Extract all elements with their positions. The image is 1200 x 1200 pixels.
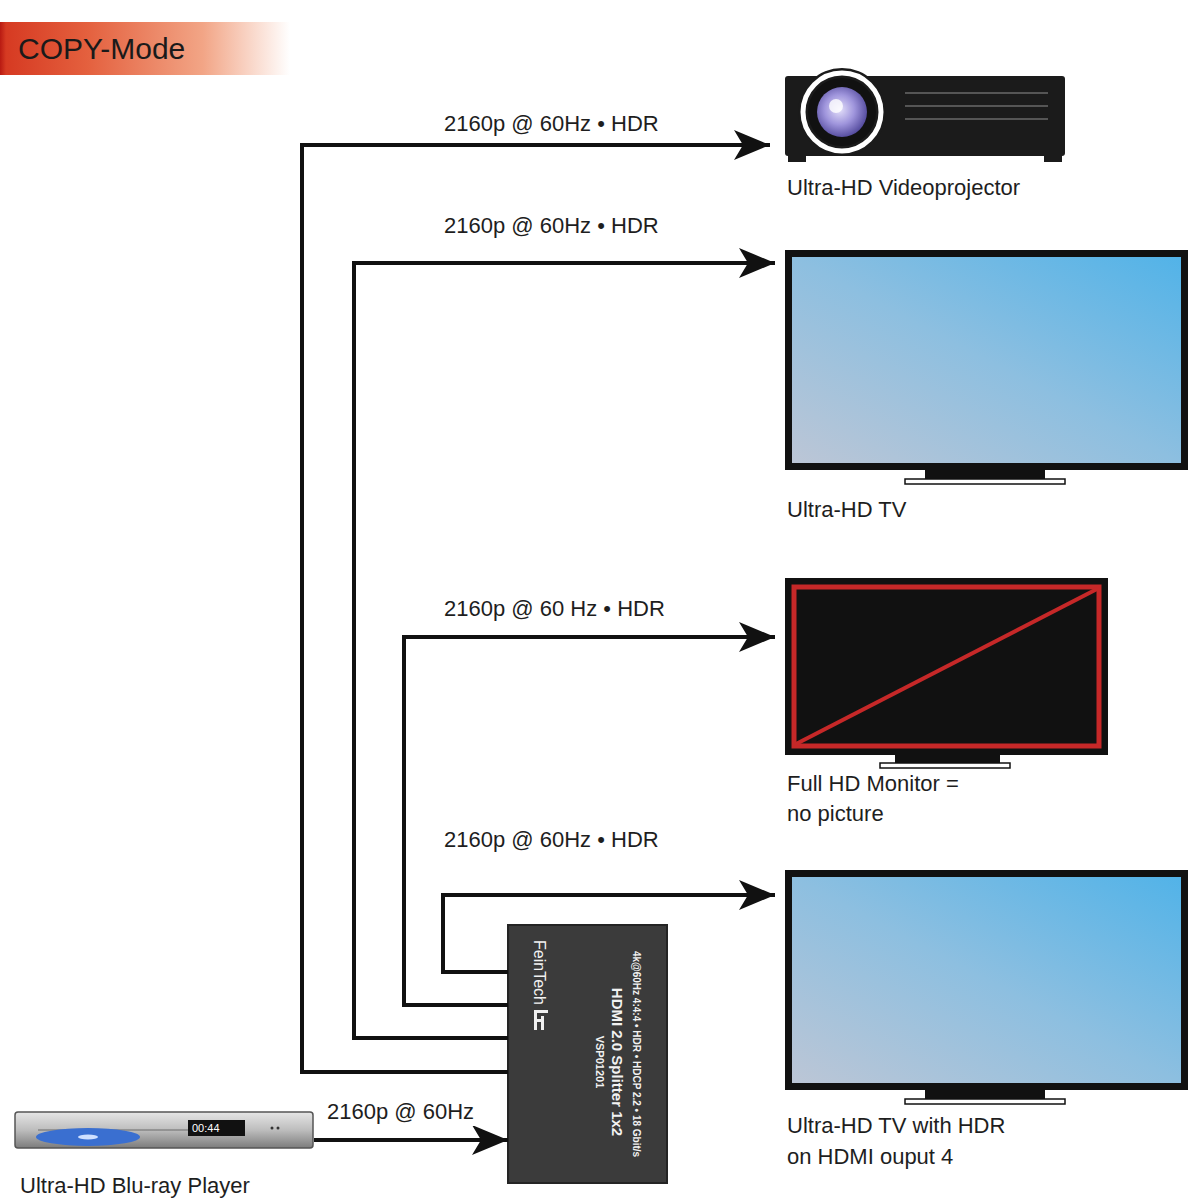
device-caption: Ultra-HD TV with HDR on HDMI ouput 4 bbox=[787, 1110, 1022, 1172]
product-name: HDMI 2.0 Splitter 1x2 bbox=[611, 933, 626, 1191]
hdmi-connector bbox=[443, 895, 775, 972]
signal-label: 2160p @ 60 Hz • HDR bbox=[442, 595, 667, 623]
splitter-node: FeinTechVSP01201HDMI 2.0 Splitter 1x24k@… bbox=[508, 925, 667, 1183]
hdmi-connector bbox=[314, 1138, 508, 1142]
signal-label: 2160p @ 60Hz bbox=[325, 1098, 476, 1126]
tv-node: Ultra-HD TV bbox=[775, 248, 1190, 528]
rotated-label-panel: FeinTechVSP01201HDMI 2.0 Splitter 1x24k@… bbox=[508, 925, 667, 1183]
tv-hdr-node: Ultra-HD TV with HDR on HDMI ouput 4 bbox=[775, 868, 1190, 1174]
device-caption: Full HD Monitor = no picture bbox=[787, 769, 987, 829]
device-caption: Ultra-HD Videoprojector bbox=[787, 174, 1067, 202]
bluray-player-figure bbox=[15, 1112, 313, 1148]
splitter-figure bbox=[508, 925, 667, 1183]
brand-name: FeinTech bbox=[531, 940, 547, 1005]
hdmi-connector bbox=[302, 145, 770, 1072]
signal-label: 2160p @ 60Hz • HDR bbox=[442, 110, 661, 138]
tv-hdr-figure bbox=[785, 870, 1188, 1104]
projector-figure bbox=[785, 68, 1065, 162]
signal-label: 2160p @ 60Hz • HDR bbox=[442, 212, 661, 240]
monitor-figure bbox=[785, 578, 1108, 768]
diagram-title: COPY-Mode bbox=[0, 22, 290, 75]
model-number: VSP01201 bbox=[595, 933, 606, 1191]
tv-figure bbox=[785, 250, 1188, 484]
monitor-node: Full HD Monitor = no picture bbox=[775, 576, 1115, 831]
hdmi-connector bbox=[404, 637, 775, 1005]
bluray-player-node: Ultra-HD Blu-ray Player 00:44 bbox=[14, 1110, 314, 1200]
device-caption: Ultra-HD TV bbox=[787, 496, 1087, 524]
signal-label: 2160p @ 60Hz • HDR bbox=[442, 826, 661, 854]
spec-line: 4k@60Hz 4:4:4 • HDR • HDCP 2.2 • 18 Gbit… bbox=[631, 925, 641, 1183]
videoprojector-node: Ultra-HD Videoprojector bbox=[770, 72, 1070, 207]
display-readout: 00:44 bbox=[192, 1122, 220, 1134]
device-caption: Ultra-HD Blu-ray Player bbox=[20, 1172, 310, 1200]
hdmi-connector bbox=[354, 263, 775, 1038]
